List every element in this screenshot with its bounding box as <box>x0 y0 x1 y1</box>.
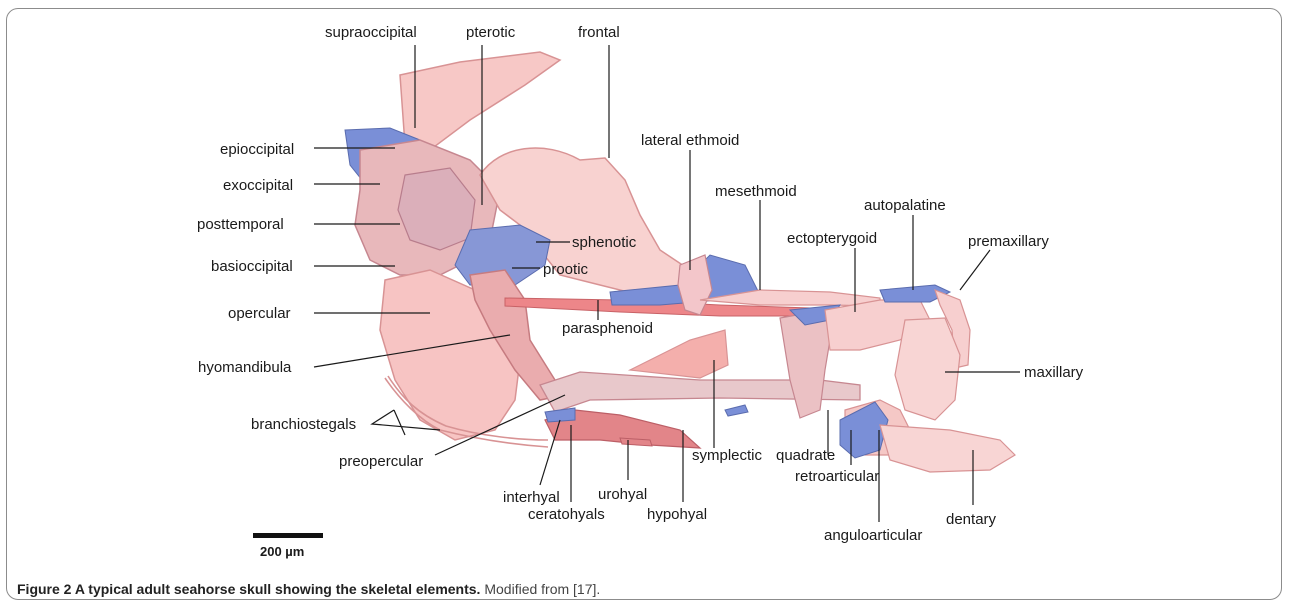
label-urohyal: urohyal <box>598 486 647 503</box>
label-parasphenoid: parasphenoid <box>562 320 653 337</box>
label-opercular: opercular <box>228 305 291 322</box>
quadrate-bone <box>780 310 830 418</box>
label-preopercular: preopercular <box>339 453 423 470</box>
label-symplectic: symplectic <box>692 447 763 464</box>
label-ectopterygoid: ectopterygoid <box>787 230 877 247</box>
label-dentary: dentary <box>946 511 997 528</box>
label-pterotic: pterotic <box>466 24 516 41</box>
label-retroarticular: retroarticular <box>795 468 879 485</box>
interhyal-cartilage <box>545 408 575 422</box>
symplectic-bone <box>630 330 728 378</box>
label-hyomandibula: hyomandibula <box>198 359 292 376</box>
label-branchiostegals: branchiostegals <box>251 416 356 433</box>
label-posttemporal: posttemporal <box>197 216 284 233</box>
scale-bar <box>253 533 323 538</box>
maxillary-bone <box>895 318 960 420</box>
label-epioccipital: epioccipital <box>220 141 294 158</box>
label-lateral-ethmoid: lateral ethmoid <box>641 132 739 149</box>
label-quadrate: quadrate <box>776 447 835 464</box>
label-premaxillary: premaxillary <box>968 233 1049 250</box>
label-anguloarticular: anguloarticular <box>824 527 922 544</box>
label-ceratohyals: ceratohyals <box>528 506 605 523</box>
label-supraoccipital: supraoccipital <box>325 24 417 41</box>
caption-text: Modified from [17]. <box>484 581 600 597</box>
label-interhyal: interhyal <box>503 489 560 506</box>
label-frontal: frontal <box>578 24 620 41</box>
scale-bar-label: 200 µm <box>260 544 304 559</box>
label-hypohyal: hypohyal <box>647 506 707 523</box>
label-basioccipital: basioccipital <box>211 258 293 275</box>
label-sphenotic: sphenotic <box>572 234 637 251</box>
dentary-bone <box>880 425 1015 472</box>
caption-title: Figure 2 A typical adult seahorse skull … <box>17 581 480 597</box>
label-maxillary: maxillary <box>1024 364 1084 381</box>
hypohyal-cartilage <box>725 405 748 416</box>
label-mesethmoid: mesethmoid <box>715 183 797 200</box>
label-exoccipital: exoccipital <box>223 177 293 194</box>
label-prootic: prootic <box>543 261 589 278</box>
supraoccipital-bone <box>400 52 560 150</box>
figure-caption: Figure 2 A typical adult seahorse skull … <box>17 581 600 597</box>
label-autopalatine: autopalatine <box>864 197 946 214</box>
